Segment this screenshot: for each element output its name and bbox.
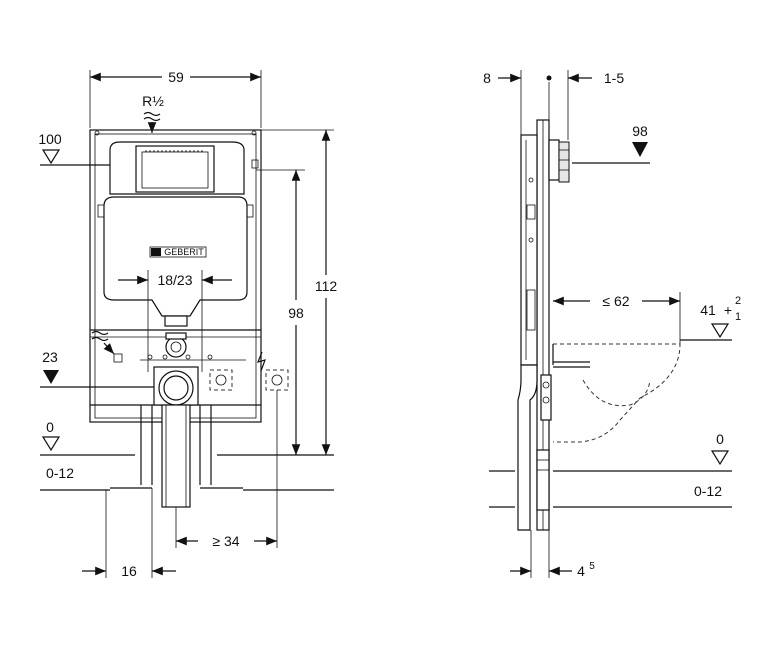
connection-label: R½	[142, 93, 164, 109]
dim-height-98: 98	[256, 169, 305, 455]
brand-label: GEBERIT	[164, 247, 204, 257]
water-supply-icon	[91, 330, 123, 363]
level-0-side-label: 0	[716, 431, 724, 447]
level-23: 23	[40, 349, 165, 388]
drain-bend-side	[517, 364, 552, 531]
level-100-label: 100	[38, 131, 62, 147]
wc-bowl-outline	[552, 343, 681, 443]
dim-max-62: ≤ 62	[553, 292, 681, 345]
dim-depth-8: 8	[483, 70, 552, 135]
brand-badge	[149, 246, 207, 258]
flush-plate-width-label: 18/23	[157, 272, 192, 288]
dim-5-label: 5	[589, 561, 595, 572]
water-supply-icon	[143, 111, 161, 133]
tol-2: 2	[735, 295, 741, 307]
dim-16: 16	[82, 488, 176, 579]
electrical-boxes	[209, 351, 289, 391]
dim-4-5: 4 5	[510, 530, 595, 579]
min-34-label: ≥ 34	[212, 533, 239, 549]
height-112-label: 112	[315, 278, 338, 294]
drain-pipe	[110, 366, 243, 508]
cistern: GEBERIT	[103, 141, 248, 327]
level-98-label: 98	[632, 123, 648, 139]
supply-valve	[140, 332, 246, 361]
depth-8-label: 8	[483, 70, 491, 86]
height-98-label: 98	[288, 305, 304, 321]
dim-4-label: 4	[577, 563, 585, 579]
height-41-tolerance: 41 + 2 1	[680, 295, 741, 341]
max-62-label: ≤ 62	[602, 293, 629, 309]
level-0-front: 0 0-12	[40, 419, 334, 491]
level-98: 98	[572, 123, 650, 164]
tol-plus: +	[724, 302, 732, 318]
dim-16-label: 16	[121, 563, 137, 579]
level-0-label: 0	[46, 419, 54, 435]
tol-1: 1	[735, 311, 741, 323]
adjust-1-5-label: 1-5	[604, 70, 624, 86]
floor-range-side-label: 0-12	[694, 483, 722, 499]
floor-range-label: 0-12	[46, 465, 74, 481]
water-connection: R½	[142, 93, 164, 133]
level-triangle-filled-icon	[632, 142, 648, 157]
dim-min-34: ≥ 34	[175, 390, 278, 549]
electrical-icon	[256, 351, 266, 372]
level-100: 100	[38, 131, 122, 166]
width-59-label: 59	[168, 69, 184, 85]
dim-height-112: 112	[261, 129, 338, 455]
level-triangle-open-icon	[710, 450, 730, 466]
dim-adjust-1-5: 1-5	[567, 70, 624, 140]
dim-flush-plate-18-23: 18/23	[118, 270, 232, 372]
level-triangle-open-icon	[710, 323, 730, 339]
level-23-label: 23	[42, 349, 58, 365]
level-triangle-open-icon	[41, 149, 61, 165]
dim-width-59: 59	[89, 69, 262, 128]
level-triangle-filled-icon	[43, 370, 59, 384]
side-view: 8 1-5 98	[483, 70, 741, 579]
level-0-side: 0 0-12	[489, 431, 732, 508]
front-view: 59 R½ 100	[38, 69, 337, 579]
level-triangle-open-icon	[41, 436, 61, 452]
height-41-label: 41	[700, 302, 716, 318]
